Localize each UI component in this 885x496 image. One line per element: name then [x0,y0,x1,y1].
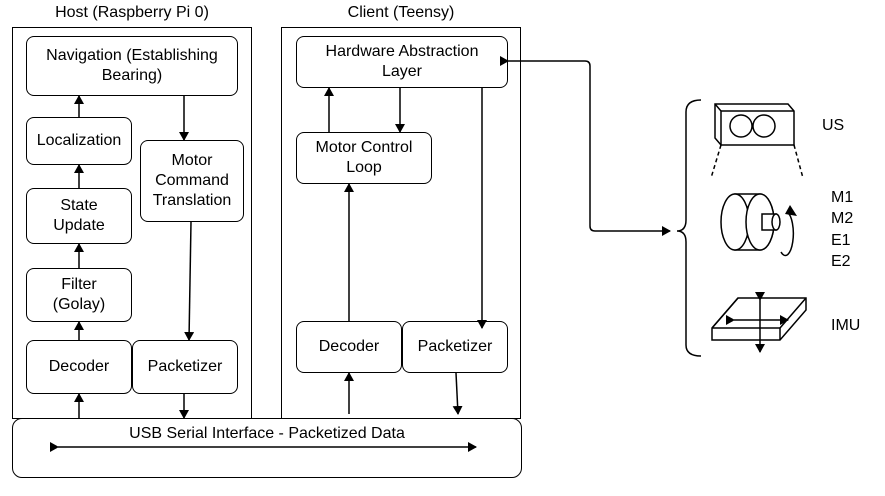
motor-label-e2: E2 [831,253,851,270]
client-title: Client (Teensy) [347,4,455,21]
motor-icon [720,193,797,257]
host-decoder-box: Decoder [26,340,132,394]
us-label: US [822,117,845,134]
localization-box: Localization [26,117,132,165]
motor-label-m2: M2 [831,210,854,227]
motor-label-e1: E1 [831,232,851,249]
usb-label: USB Serial Interface - Packetized Data [129,425,405,442]
ultrasonic-sensor-icon [710,103,804,179]
hal-peripheral-link [500,56,671,236]
motor-label-m1: M1 [831,189,854,206]
client-packetizer-box: Packetizer [402,321,508,373]
client-decoder-box: Decoder [296,321,402,373]
usb-serial-interface: USB Serial Interface - Packetized Data [12,418,522,478]
filter-box: Filter(Golay) [26,268,132,322]
imu-icon [711,292,807,353]
host-title: Host (Raspberry Pi 0) [55,4,209,21]
peripheral-brace [676,99,702,357]
imu-label: IMU [831,317,861,334]
host-packetizer-box: Packetizer [132,340,238,394]
